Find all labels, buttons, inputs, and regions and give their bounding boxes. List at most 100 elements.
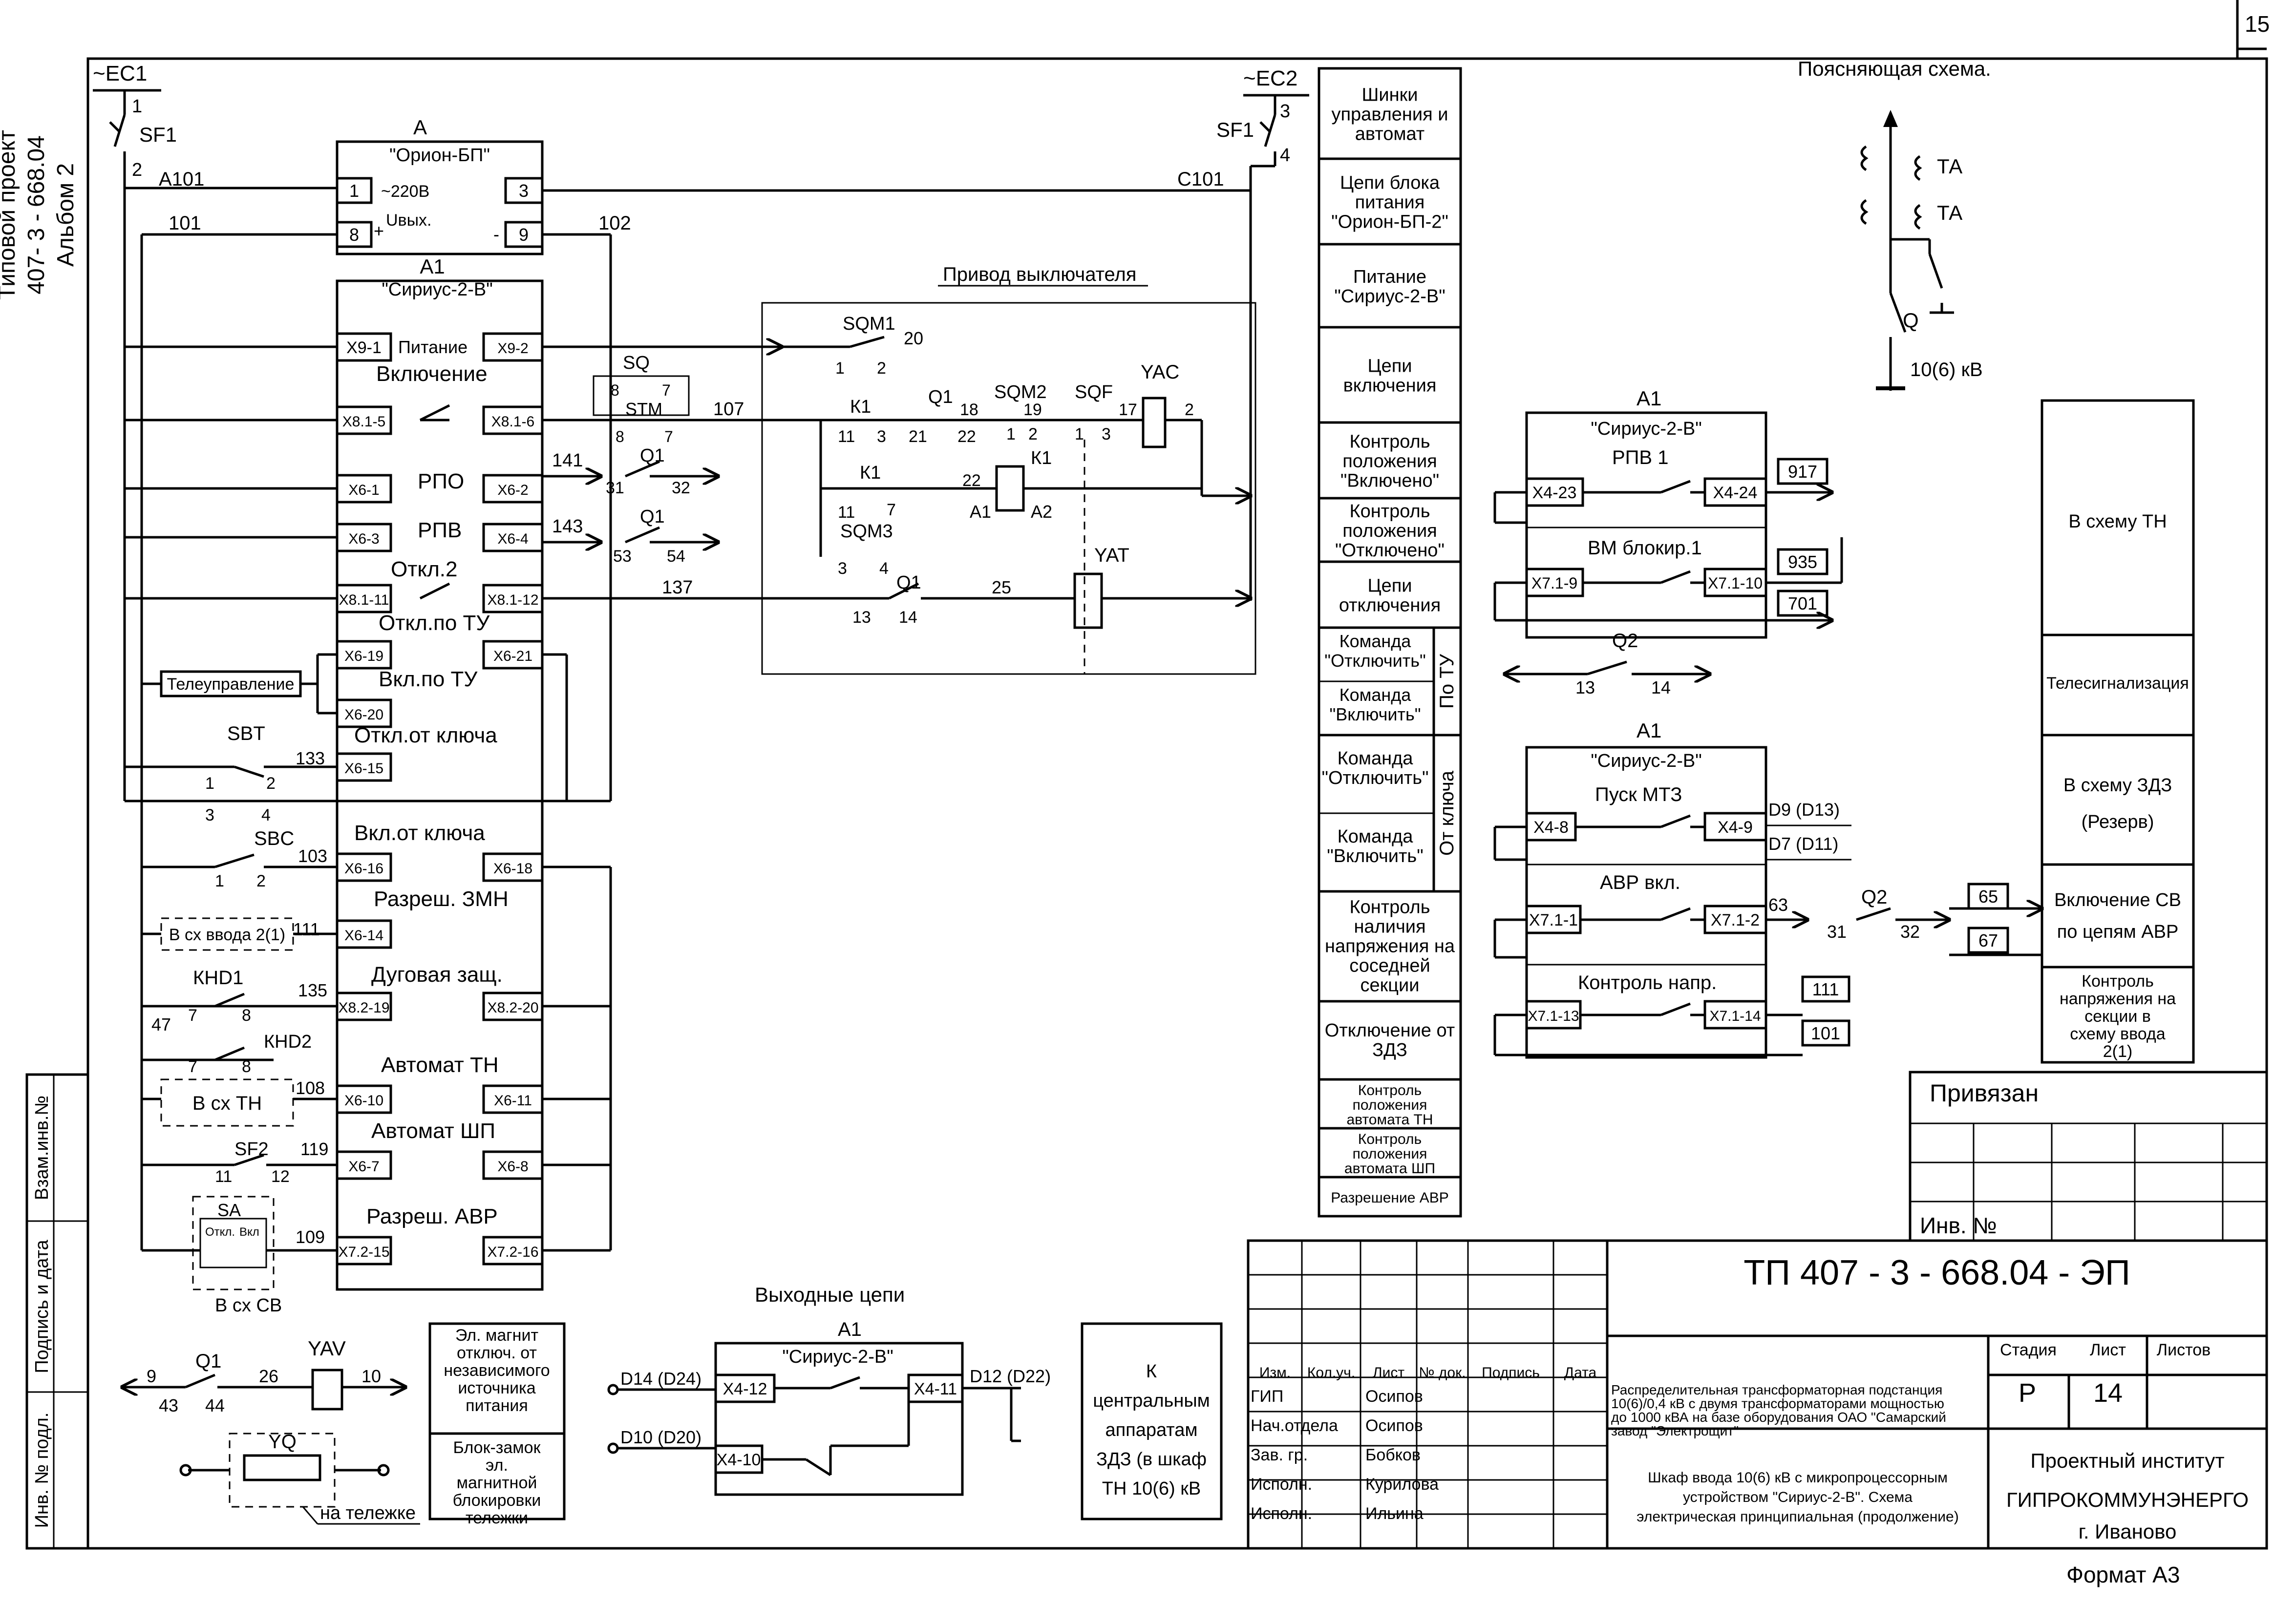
svg-text:ТА: ТА [1937, 201, 1962, 224]
svg-text:ГИПРОКОММУНЭНЕРГО: ГИПРОКОММУНЭНЕРГО [2006, 1488, 2249, 1511]
svg-text:141: 141 [552, 450, 583, 471]
label-column-text: положения [1342, 451, 1437, 472]
svg-text:102: 102 [598, 212, 631, 234]
svg-text:20: 20 [904, 328, 923, 348]
label-column-text: наличия [1354, 917, 1425, 937]
svg-text:1: 1 [835, 359, 845, 378]
svg-text:Х4-12: Х4-12 [723, 1380, 767, 1398]
function-label: РПО [418, 469, 464, 493]
svg-text:Q: Q [1903, 309, 1919, 332]
header-cell: № док. [1419, 1365, 1466, 1381]
terminal-left-label: Х7.2-15 [338, 1244, 389, 1260]
terminal-right [482, 474, 544, 504]
right-labels-column: В схему ТН Телесигнализация В схему ЗДЗ … [2041, 399, 2195, 1064]
svg-text:2: 2 [132, 160, 142, 180]
label-column-text: автомата ТН [1346, 1112, 1433, 1128]
function-label: Откл.2 [391, 557, 458, 581]
svg-text:13: 13 [1575, 677, 1595, 697]
svg-text:12: 12 [271, 1167, 290, 1186]
label-column-text: питания [1355, 192, 1425, 213]
label-column-text: Команда [1338, 826, 1414, 847]
svg-text:Листов: Листов [2157, 1341, 2211, 1359]
terminal-right-label: Х6-18 [493, 861, 532, 877]
svg-text:137: 137 [662, 577, 693, 598]
terminal-left-label: Х6-19 [344, 648, 383, 664]
svg-text:-: - [493, 224, 499, 244]
function-label: Питание [398, 337, 468, 357]
role-cell: Исполн. [1251, 1504, 1312, 1523]
svg-text:А: А [413, 116, 427, 139]
svg-text:14: 14 [2093, 1378, 2123, 1408]
terminal-right-label: Х8.1-12 [487, 592, 538, 608]
svg-text:4: 4 [261, 806, 271, 824]
svg-text:19: 19 [1023, 401, 1042, 419]
project-line2: 407- 3 - 668.04 [23, 135, 49, 295]
svg-text:111: 111 [293, 919, 320, 939]
label-column-text: управления и [1331, 105, 1448, 125]
label-column-text: Команда [1339, 685, 1412, 705]
svg-text:8: 8 [349, 225, 359, 245]
right-a1-top: А1 "Сириус-2-В" РПВ 1 Х4-23 Х4-24 917 ВМ… [1493, 387, 1843, 697]
terminal-right [482, 1150, 544, 1180]
subdesc-line: Шкаф ввода 10(6) кВ с микропроцессорным [1648, 1470, 1948, 1486]
svg-text:25: 25 [992, 577, 1011, 597]
terminal-left [336, 1084, 392, 1114]
label-column-text: Цепи блока [1340, 173, 1440, 193]
svg-text:С101: С101 [1177, 169, 1224, 190]
svg-text:Q2: Q2 [1861, 886, 1887, 908]
lock-label: магнитной [457, 1474, 537, 1492]
terminal-right [482, 640, 544, 670]
svg-text:(Резерв): (Резерв) [2082, 812, 2154, 832]
svg-text:Х7.1-2: Х7.1-2 [1711, 911, 1760, 929]
svg-text:РПВ 1: РПВ 1 [1612, 447, 1668, 468]
label-column-text: Разрешение АВР [1331, 1190, 1449, 1206]
svg-text:Включение СВ: Включение СВ [2054, 890, 2181, 910]
svg-text:53: 53 [613, 547, 632, 566]
svg-text:11: 11 [215, 1167, 232, 1186]
svg-text:2: 2 [1028, 425, 1038, 443]
svg-text:133: 133 [296, 748, 325, 768]
svg-text:SQM1: SQM1 [843, 314, 895, 334]
subdesc-line: электрическая принципиальная (продолжени… [1637, 1509, 1958, 1525]
svg-text:63: 63 [1768, 895, 1788, 915]
svg-text:32: 32 [1900, 922, 1920, 942]
svg-text:КНD2: КНD2 [264, 1032, 312, 1052]
svg-text:7: 7 [188, 1057, 197, 1076]
svg-text:31: 31 [606, 479, 624, 497]
svg-text:Поясняющая схема.: Поясняющая схема. [1798, 57, 1991, 80]
label-column-text: Цепи [1367, 576, 1412, 596]
zdz-label: К [1146, 1361, 1157, 1382]
svg-text:В сх СВ: В сх СВ [215, 1295, 282, 1316]
bottom-left-circuits: 9 Q1 26 43 44 YAV 10 YQ на тележке [122, 1322, 566, 1525]
svg-text:14: 14 [1651, 677, 1671, 697]
svg-text:101: 101 [169, 212, 201, 234]
svg-text:SA: SA [217, 1200, 241, 1220]
label-column-text: напряжения на [1325, 936, 1455, 957]
label-column-text: "Отключено" [1335, 540, 1445, 561]
svg-text:Х4-11: Х4-11 [914, 1380, 957, 1398]
svg-text:КНD1: КНD1 [193, 967, 243, 989]
terminal-left [336, 640, 392, 670]
a1-main-block: А1 "Сириус-2-В" [336, 255, 544, 1291]
svg-text:D12 (D22): D12 (D22) [970, 1366, 1051, 1386]
svg-text:Uвых.: Uвых. [386, 211, 432, 230]
label-column-text: положения [1353, 1097, 1427, 1113]
svg-text:Q1: Q1 [640, 445, 665, 466]
svg-text:47: 47 [151, 1014, 171, 1034]
svg-text:103: 103 [298, 846, 327, 866]
terminal-left-label: Х6-20 [344, 707, 383, 723]
svg-text:8: 8 [611, 381, 619, 399]
svg-text:935: 935 [1788, 552, 1817, 572]
header-cell: Дата [1564, 1365, 1597, 1381]
label-column-text: "Включить" [1329, 704, 1421, 724]
svg-text:26: 26 [259, 1366, 278, 1386]
lock-label: блокировки [453, 1491, 541, 1510]
svg-text:ВМ блокир.1: ВМ блокир.1 [1588, 537, 1702, 559]
name-cell: Осипов [1365, 1387, 1423, 1406]
right-label-text: напряжения на [2060, 990, 2176, 1008]
svg-text:А1: А1 [420, 255, 445, 278]
